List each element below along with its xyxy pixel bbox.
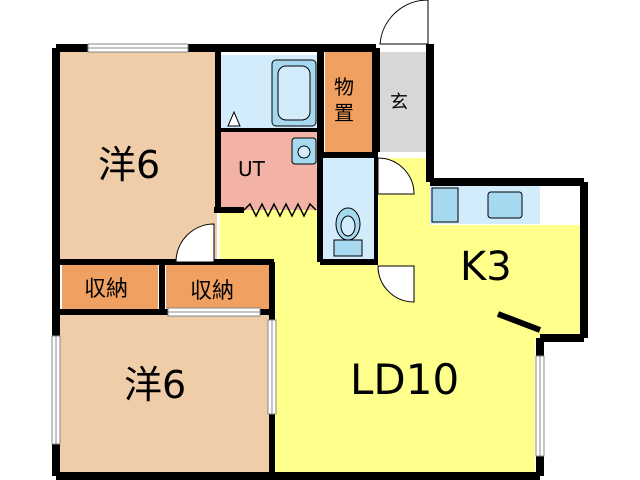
western-room-2-label: 洋6 [124, 363, 186, 407]
kitchen-sink [487, 191, 523, 219]
western-room-2 [60, 312, 270, 472]
entrance-fill [378, 52, 428, 152]
utility-label: UT [238, 157, 266, 181]
interior-walls [56, 48, 542, 476]
western-room-1 [60, 52, 217, 262]
windows [51, 43, 545, 457]
living-dining-label: LD10 [350, 355, 459, 404]
fixtures [227, 59, 523, 257]
toilet [333, 239, 363, 257]
storeroom-label-line1: 物 [334, 75, 354, 99]
living-dining-fill [220, 158, 580, 472]
kitchen-label: K3 [460, 244, 512, 290]
storage-2-label: 収納 [190, 279, 234, 304]
storeroom-label-line2: 置 [334, 101, 354, 125]
entrance-label: 玄 [390, 92, 408, 113]
storage-1-fill [62, 264, 158, 310]
accordion-curtain [243, 202, 317, 218]
storage-2-fill [166, 264, 270, 310]
doors [175, 0, 429, 303]
storeroom-fill [325, 52, 373, 152]
storage-1-label: 収納 [84, 277, 128, 302]
western-room-1-label: 洋6 [98, 143, 160, 187]
